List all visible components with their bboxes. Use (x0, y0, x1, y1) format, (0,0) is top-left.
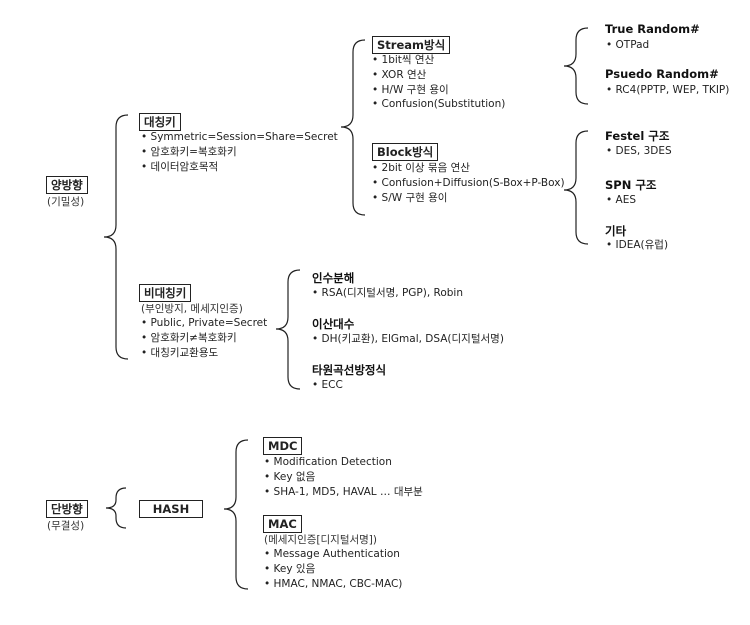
ecc-list: ECC (312, 378, 343, 393)
list-item: 대칭키교환용도 (141, 346, 267, 361)
list-item: HMAC, NMAC, CBC-MAC) (264, 577, 403, 592)
list-item: Key 없음 (264, 470, 423, 485)
unidirectional-sub: (무결성) (47, 520, 85, 532)
brace-symmetric (340, 39, 366, 216)
etc-list: IDEA(유럽) (606, 238, 669, 253)
stream-list: 1bit씩 연산 XOR 연산 H/W 구현 용이 Confusion(Subs… (372, 53, 506, 112)
asymmetric-sub: (부인방지, 메세지인증) (141, 303, 243, 315)
mac-box: MAC (263, 515, 302, 533)
list-item: XOR 연산 (372, 68, 505, 83)
discrete-log-heading: 이산대수 (312, 317, 355, 331)
spn-heading: SPN 구조 (605, 178, 657, 192)
brace-bidirectional (103, 114, 129, 360)
list-item: IDEA(유럽) (606, 238, 669, 253)
block-list: 2bit 이상 묶음 연산 Confusion+Diffusion(S-Box+… (372, 161, 565, 205)
list-item: Public, Private=Secret (141, 316, 268, 331)
brace-asymmetric (275, 269, 301, 390)
hash-box: HASH (139, 500, 203, 518)
factorization-list: RSA(디지털서명, PGP), Robin (312, 286, 463, 301)
list-item: 암호화키≠복호화키 (141, 331, 267, 346)
spn-list: AES (606, 193, 636, 208)
list-item: OTPad (606, 38, 650, 53)
list-item: Message Authentication (264, 547, 402, 562)
ecc-heading: 타원곡선방정식 (312, 363, 387, 377)
list-item: 2bit 이상 묶음 연산 (372, 161, 565, 176)
etc-heading: 기타 (605, 224, 627, 238)
list-item: ECC (312, 378, 343, 393)
brace-block (563, 130, 589, 245)
list-item: 암호화키=복호화키 (141, 145, 338, 160)
list-item: H/W 구현 용이 (372, 83, 505, 98)
block-box: Block방식 (372, 143, 439, 161)
festel-list: DES, 3DES (606, 144, 672, 159)
list-item: Modification Detection (264, 455, 423, 470)
symmetric-list: Symmetric=Session=Share=Secret 암호화키=복호화키… (141, 130, 338, 174)
brace-hash (223, 439, 249, 590)
list-item: Confusion+Diffusion(S-Box+P-Box) (372, 176, 565, 191)
mdc-box: MDC (263, 437, 303, 455)
factorization-heading: 인수분해 (312, 271, 355, 285)
mdc-list: Modification Detection Key 없음 SHA-1, MD5… (264, 455, 423, 499)
festel-heading: Festel 구조 (605, 129, 670, 143)
asymmetric-list: Public, Private=Secret 암호화키≠복호화키 대칭키교환용도 (141, 316, 268, 361)
true-random-heading: True Random# (605, 22, 700, 36)
list-item: Key 있음 (264, 562, 402, 577)
list-item: Symmetric=Session=Share=Secret (141, 130, 338, 145)
asymmetric-box: 비대칭키 (139, 284, 192, 302)
list-item: 1bit씩 연산 (372, 53, 505, 68)
pseudo-random-heading: Psuedo Random# (605, 67, 719, 81)
list-item: DH(키교환), ElGmal, DSA(디지털서명) (312, 332, 504, 347)
list-item: AES (606, 193, 636, 208)
list-item: RC4(PPTP, WEP, TKIP) (606, 83, 730, 98)
list-item: SHA-1, MD5, HAVAL … 대부분 (264, 485, 423, 500)
discrete-log-list: DH(키교환), ElGmal, DSA(디지털서명) (312, 332, 504, 347)
bidirectional-box: 양방향 (46, 176, 88, 194)
list-item: DES, 3DES (606, 144, 672, 159)
stream-box: Stream방식 (372, 36, 451, 54)
list-item: S/W 구현 용이 (372, 191, 565, 206)
brace-unidirectional (105, 487, 127, 529)
true-random-list: OTPad (606, 38, 650, 53)
list-item: Confusion(Substitution) (372, 97, 506, 112)
list-item: 데이터암호목적 (141, 160, 338, 175)
mac-list: Message Authentication Key 있음 HMAC, NMAC… (264, 547, 403, 592)
unidirectional-box: 단방향 (46, 500, 88, 518)
list-item: RSA(디지털서명, PGP), Robin (312, 286, 463, 301)
bidirectional-sub: (기밀성) (47, 196, 85, 208)
brace-stream (563, 27, 589, 105)
symmetric-box: 대칭키 (139, 113, 181, 131)
mac-sub: (메세지인증[디지털서명]) (264, 534, 377, 546)
pseudo-random-list: RC4(PPTP, WEP, TKIP) (606, 83, 730, 98)
